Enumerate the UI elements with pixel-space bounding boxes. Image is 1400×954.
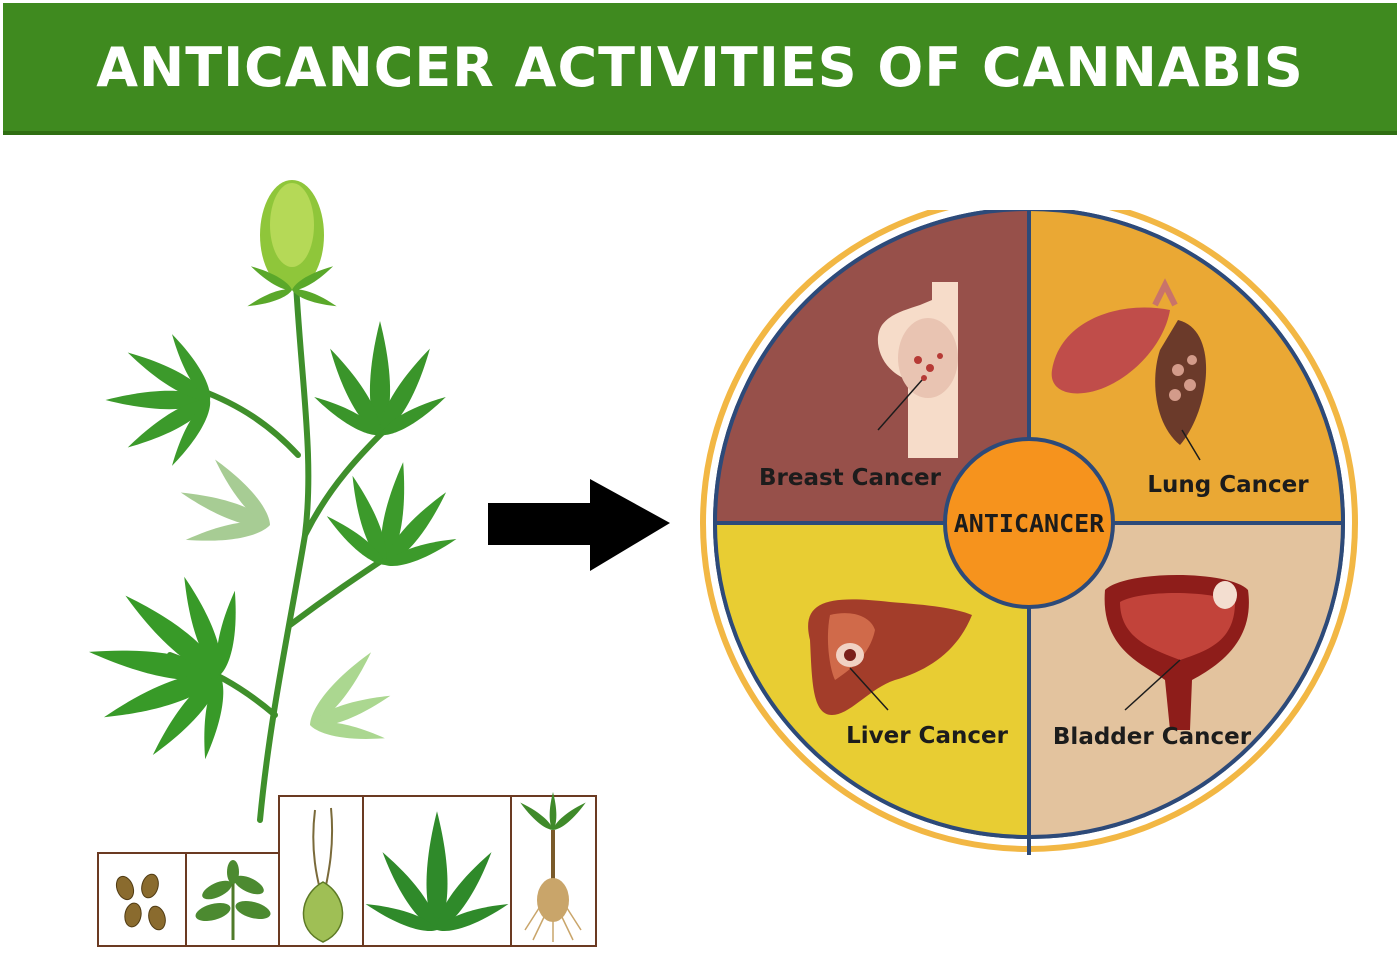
right-arrow-icon [488,479,670,571]
fan-leaf-lower-left [86,573,243,761]
sprout-icon [195,860,271,940]
root-icon [517,792,589,942]
bladder-icon [1104,575,1249,730]
anticancer-wheel: Breast Cancer Lung Cancer Liver Cancer B… [700,210,1358,855]
page-title: ANTICANCER ACTIVITIES OF CANNABIS [96,35,1304,99]
title-banner: ANTICANCER ACTIVITIES OF CANNABIS [3,3,1397,135]
quadrant-label-lung: Lung Cancer [1147,472,1309,498]
quadrant-label-breast: Breast Cancer [759,465,942,491]
center-circle [943,437,1115,609]
seeds-icon [115,873,166,931]
cannabis-plant-illustration [86,180,459,823]
quadrant-label-bladder: Bladder Cancer [1053,724,1252,750]
fan-leaf-upper-left [105,330,216,470]
breast-icon [877,282,958,458]
fan-leaf-upper-right [310,321,450,441]
bud-icon [245,180,339,311]
fan-leaf-lower-right [303,646,393,745]
plant-parts-strip [97,792,597,947]
center-label: ANTICANCER [954,509,1105,538]
liver-icon [808,599,972,715]
quadrant-label-liver: Liver Cancer [846,723,1008,749]
fan-leaf-middle [177,454,276,548]
lungs-icon [1051,278,1207,461]
flower-bud-icon [302,807,344,943]
